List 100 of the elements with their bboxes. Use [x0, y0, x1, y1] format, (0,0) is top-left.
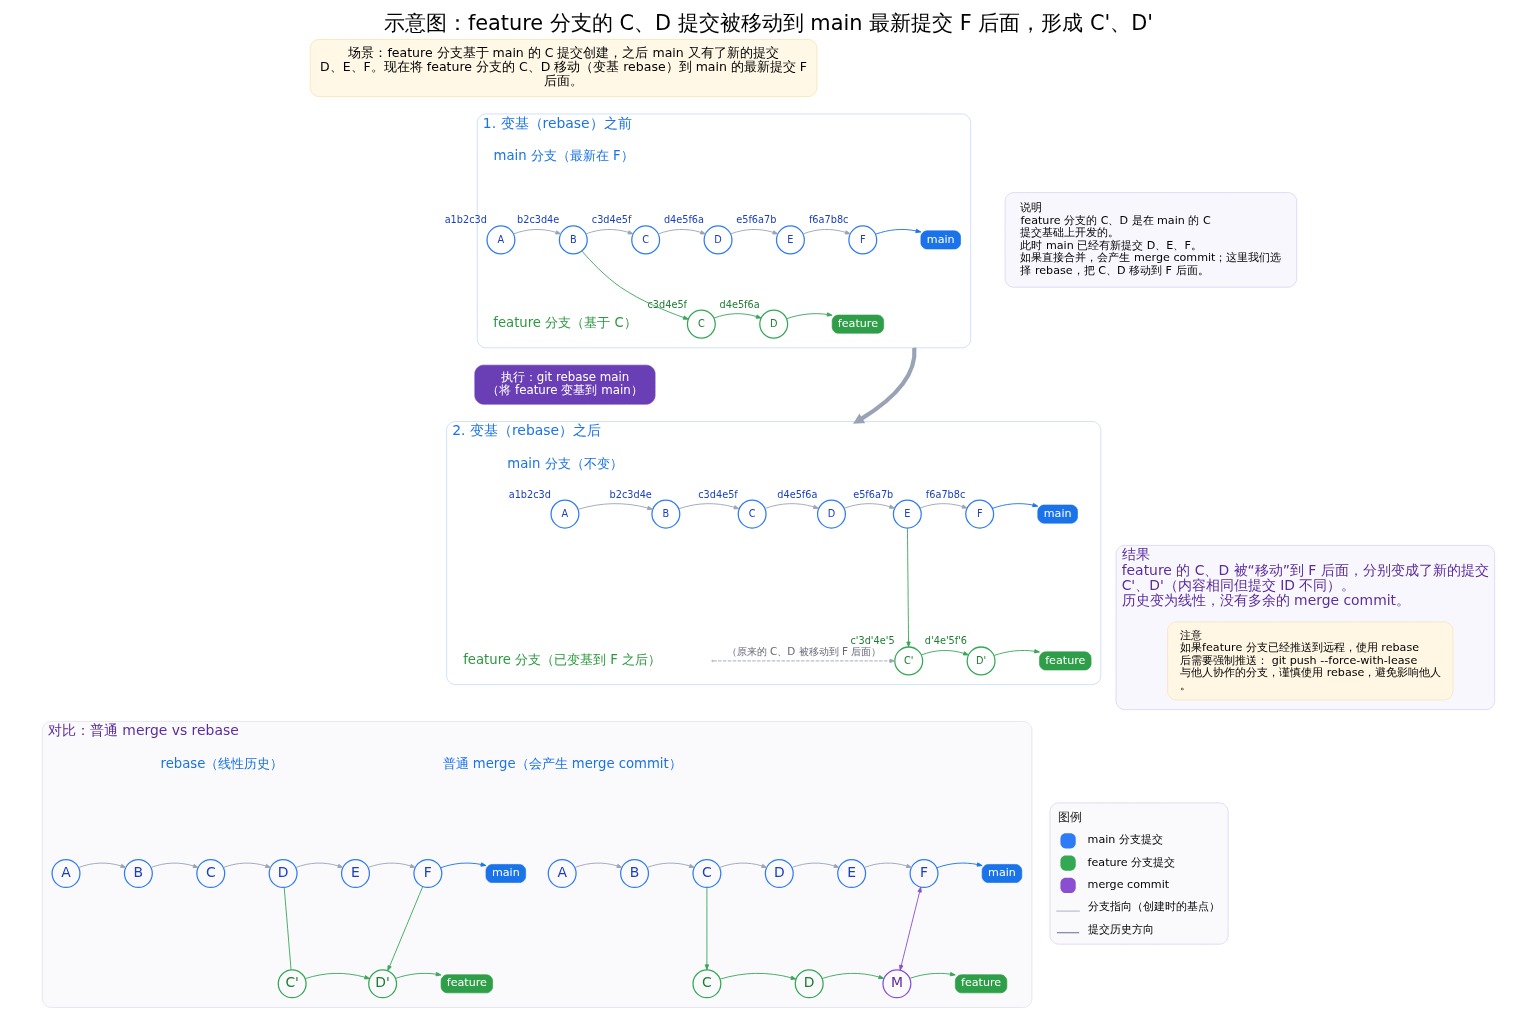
node-label: c3d4e5f — [697, 488, 738, 500]
connector — [283, 887, 291, 971]
node-circle: E — [775, 225, 805, 255]
node-circle: B — [619, 858, 649, 889]
node-circle: F — [847, 225, 877, 255]
legend-label: 提交历史方向 — [1087, 922, 1154, 936]
arrow — [367, 862, 416, 869]
arrow — [439, 862, 486, 869]
arrow — [304, 972, 370, 980]
node-circle: F — [964, 499, 994, 529]
edge-label: （原来的 C、D 被移动到 F 后面） — [726, 645, 881, 658]
arrow — [791, 862, 840, 869]
arrow — [919, 503, 968, 509]
arrow — [577, 503, 653, 511]
arrow — [585, 229, 634, 235]
node-circle: C' — [893, 646, 923, 676]
node-circle: D — [268, 858, 298, 889]
node-circle: C — [195, 858, 225, 889]
node-label: f6a7b8c — [925, 488, 965, 500]
arrow — [898, 886, 922, 971]
node-circle: C — [691, 969, 721, 999]
node-circle: E — [892, 499, 922, 529]
legend-label: 分支指向（创建时的基点） — [1087, 900, 1220, 914]
node-circle: D — [703, 225, 733, 255]
node-label: b2c3d4e — [516, 214, 559, 226]
arrow — [719, 972, 796, 980]
arrow — [909, 972, 956, 979]
node-circle: C — [686, 309, 716, 339]
node-circle: E — [836, 858, 866, 889]
node-label: f6a7b8c — [808, 214, 848, 226]
arrow — [905, 527, 911, 648]
node-circle: E — [340, 858, 370, 889]
node-label: e5f6a7b — [852, 488, 893, 500]
legend-label: feature 分支提交 — [1087, 855, 1175, 869]
node-label: d4e5f6a — [776, 488, 817, 500]
node-circle: D — [794, 969, 824, 999]
arrow — [77, 862, 126, 869]
node-circle: D' — [966, 646, 996, 676]
node-box: main — [981, 864, 1022, 883]
arrow — [863, 862, 912, 869]
arrow — [580, 250, 689, 320]
node-circle: C — [737, 499, 767, 529]
node-circle: A — [485, 225, 515, 255]
label: 普通 merge（会产生 merge commit） — [442, 755, 682, 771]
arrow — [991, 502, 1038, 509]
arrow — [573, 862, 622, 869]
arrow — [713, 313, 762, 319]
node-label: e5f6a7b — [735, 214, 776, 226]
arrow — [935, 862, 983, 869]
label: feature 分支（基于 C） — [492, 315, 637, 331]
node-circle: D — [816, 499, 846, 529]
node-circle: A — [547, 858, 577, 889]
arrow — [712, 658, 895, 664]
node-label: a1b2c3d — [508, 488, 551, 500]
node-circle: A — [50, 858, 81, 889]
node-box: feature — [831, 314, 884, 334]
node-label: c3d4e5f — [646, 298, 687, 310]
node-box: main — [1036, 504, 1078, 524]
label: rebase（线性历史） — [159, 755, 283, 771]
arrow — [874, 228, 921, 235]
arrow — [512, 229, 561, 235]
node-label: d'4e'5f'6 — [924, 635, 967, 647]
arrow — [657, 229, 706, 235]
arrow — [394, 972, 441, 979]
node-circle: A — [549, 499, 579, 529]
node-box: 场景：feature 分支基于 main 的 C 提交创建，之后 main 又有了新的提交 D、E、F。现在将 feature 分支的 C、D 移动（变基 rebase）到 main 的最新提交 F 后面。 — [309, 39, 817, 97]
label: main 分支（最新在 F） — [493, 148, 634, 164]
arrow — [785, 312, 833, 320]
node-circle: M — [881, 969, 911, 999]
arrow — [852, 347, 916, 424]
arrow — [920, 650, 969, 656]
node-box: feature — [1038, 651, 1091, 671]
node-label: d4e5f6a — [719, 298, 760, 310]
node-box: feature — [440, 974, 493, 994]
node-circle: C' — [277, 969, 307, 999]
node-label: d4e5f6a — [663, 214, 704, 226]
node-box: main — [485, 864, 526, 883]
legend-label: main 分支提交 — [1087, 833, 1163, 847]
node-box: feature — [954, 974, 1007, 994]
node-label: b2c3d4e — [609, 488, 652, 500]
node-circle: D' — [367, 969, 397, 999]
arrow — [646, 862, 695, 869]
arrow — [821, 972, 884, 980]
arrow — [764, 503, 819, 509]
diagram-title: 示意图：feature 分支的 C、D 提交被移动到 main 最新提交 F 后面，形成 C'、D' — [383, 11, 1153, 36]
node-circle: B — [650, 499, 680, 529]
arrow — [843, 503, 895, 509]
arrow — [678, 503, 739, 510]
node-box: 注意 如果feature 分支已经推送到远程，使用 rebase 后需要强制推送： git push --force-with-lease 与他人协作的分支，谨慎使用 rebase，避免影响他人。 — [1166, 621, 1453, 701]
node-label: c3d4e5f — [591, 214, 631, 226]
label: 图例 — [1057, 810, 1082, 825]
legend-label: merge commit — [1087, 877, 1169, 891]
node-box: 说明 feature 分支的 C、D 是在 main 的 C 提交基础上开发的。 此时 main 已经有新提交 D、E、F。 如果直接合并，会产生 merge commit；这里我们选择 rebase，把 C、D 移动到 F 后面。 — [1004, 192, 1297, 288]
node-circle: B — [123, 858, 153, 889]
arrow — [150, 862, 199, 869]
label: feature 分支（已变基到 F 之后） — [462, 652, 661, 668]
arrow — [222, 862, 271, 869]
node-circle: C — [691, 858, 721, 889]
node-circle: C — [630, 225, 660, 255]
node-circle: F — [412, 858, 442, 889]
